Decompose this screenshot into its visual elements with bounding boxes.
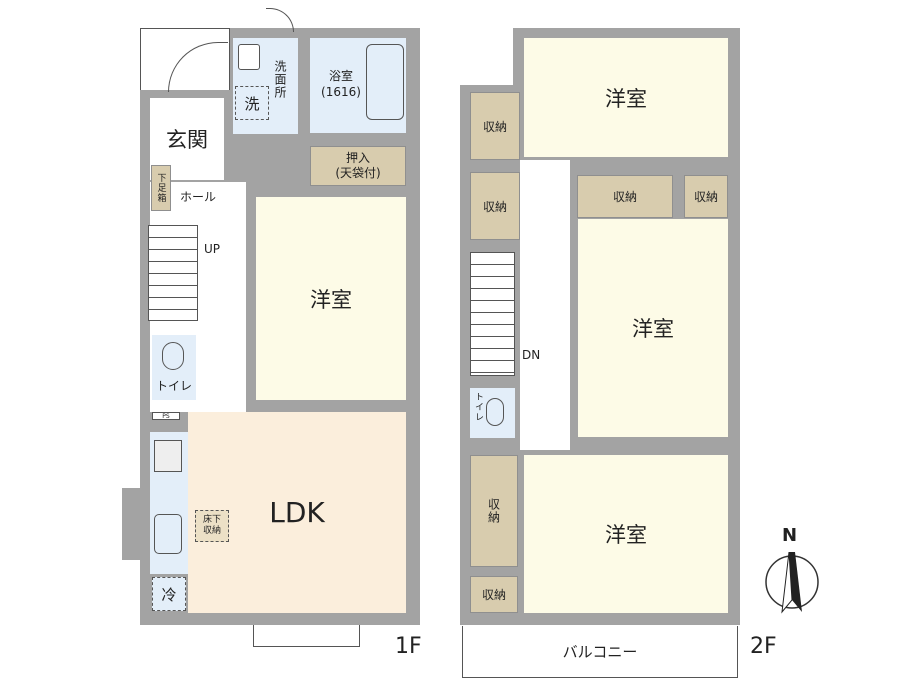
stove-icon — [154, 440, 182, 472]
storage-bottom-1: 収納 — [470, 455, 518, 567]
fridge-space: 冷 — [152, 577, 186, 611]
bath-label: 浴室 (1616) — [316, 68, 366, 100]
shoe-box: 下足箱 — [151, 165, 171, 211]
room-label: 洋室 — [605, 86, 647, 111]
underfloor-storage: 床下収納 — [195, 510, 229, 542]
room-label: 収納 — [482, 119, 507, 134]
stairs-dn-label: DN — [522, 348, 541, 362]
room-label: トイレ — [473, 392, 483, 422]
stairs-up-label: UP — [204, 242, 221, 256]
hall-2f — [520, 160, 570, 450]
compass-north-label: N — [782, 525, 798, 546]
room-label: 冷 — [161, 585, 177, 604]
storage-bottom-2: 収納 — [470, 576, 518, 613]
toilet-icon — [162, 342, 184, 370]
storage-right: 収納 — [684, 175, 728, 218]
room-label: 洋室 — [632, 317, 674, 341]
storage-left-2: 収納 — [470, 172, 520, 240]
room-label: 収納 — [481, 588, 506, 602]
kitchen-sink-icon — [154, 514, 182, 554]
room-label: 玄関 — [166, 128, 208, 152]
kitchen-counter — [150, 432, 188, 574]
floor-label-2f: 2F — [750, 634, 777, 659]
room-label: 洋室 — [605, 523, 647, 547]
ps-box: PS — [152, 412, 180, 420]
room-ldk: LDK — [188, 412, 406, 613]
room-label: 収納 — [693, 190, 718, 204]
hall-label: ホール — [180, 190, 217, 204]
room-size: (1616) — [321, 85, 361, 99]
room-western-2f-top: 洋室 — [524, 38, 728, 157]
room-toilet-2f: トイレ — [470, 388, 515, 438]
room-western-2f-mid: 洋室 — [578, 219, 728, 437]
room-label: LDK — [269, 496, 325, 529]
room-label: 浴室 — [328, 69, 353, 83]
1f-terrace — [253, 625, 360, 647]
toilet-icon — [486, 398, 504, 426]
room-bath: 浴室 (1616) — [310, 38, 406, 133]
room-label: 収納 — [486, 498, 501, 524]
stairs-2f[interactable] — [470, 252, 515, 376]
room-label: 床下収納 — [202, 515, 221, 536]
compass: N — [762, 525, 822, 620]
room-label: 収納 — [482, 199, 507, 214]
room-label: トイレ — [155, 379, 192, 393]
washer-space: 洗 — [235, 86, 269, 120]
room-note: (天袋付) — [335, 166, 381, 180]
room-label: 下足箱 — [155, 173, 166, 203]
floor-label-1f: 1F — [395, 634, 422, 659]
storage-mid: 収納 — [577, 175, 673, 218]
sink-icon — [238, 44, 260, 70]
room-label: 押入 — [345, 151, 370, 165]
room-label: バルコニー — [562, 643, 638, 661]
room-label: PS — [162, 412, 170, 420]
room-western-2f-bottom: 洋室 — [524, 455, 728, 613]
room-label: 洋室 — [310, 287, 352, 312]
1f-bay-window — [122, 488, 144, 560]
room-western-1f: 洋室 — [256, 197, 406, 400]
washroom-door-swing — [266, 8, 294, 32]
closet: 押入(天袋付) — [310, 146, 406, 186]
washroom-label: 洗面所 — [273, 60, 287, 99]
stairs-1f[interactable] — [148, 225, 198, 321]
room-label: 収納 — [612, 190, 637, 204]
north-arrow-icon — [765, 551, 819, 614]
balcony: バルコニー — [462, 626, 738, 678]
storage-left-1: 収納 — [470, 92, 520, 160]
bathtub-icon — [366, 44, 404, 120]
room-label: 洗 — [244, 94, 260, 113]
